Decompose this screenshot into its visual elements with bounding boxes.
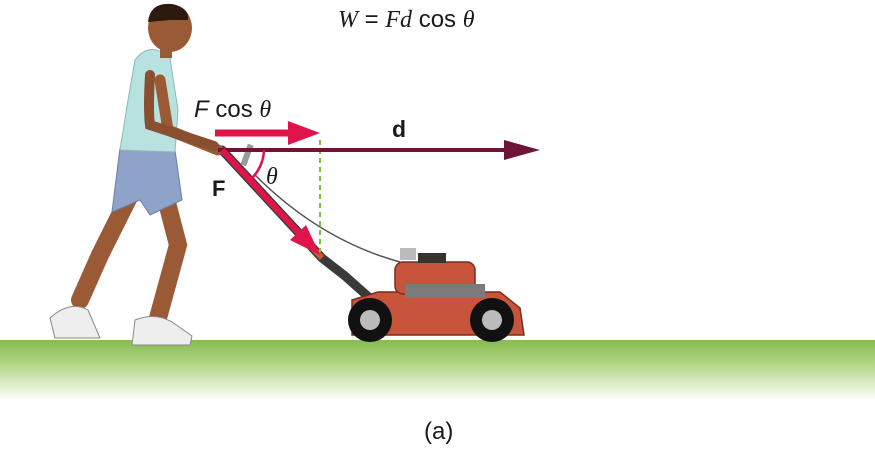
person [49,3,224,346]
displacement-arrow [218,140,540,160]
force-arrow [219,147,320,255]
lawn-mower [217,143,525,342]
equation-w: W [338,7,358,33]
f-cos-theta-f: F [194,96,209,123]
equation-equals: = [358,6,386,33]
angle-label: θ [266,164,278,190]
grass-ground [0,340,875,400]
work-equation: W = Fd cos θ [338,6,475,34]
angle-arc [249,149,266,181]
equation-cos: cos [412,6,463,33]
equation-theta: θ [462,7,475,33]
f-cos-theta-theta: θ [259,97,272,123]
displacement-label: d [392,116,407,142]
force-label: F [212,176,226,201]
equation-f: F [385,7,401,33]
f-cos-theta-cos: cos [208,96,260,123]
equation-d: d [400,7,413,33]
figure-caption: (a) [424,418,454,445]
f-cos-theta-arrow [215,121,320,145]
f-cos-theta-label: F cos θ [194,96,271,124]
